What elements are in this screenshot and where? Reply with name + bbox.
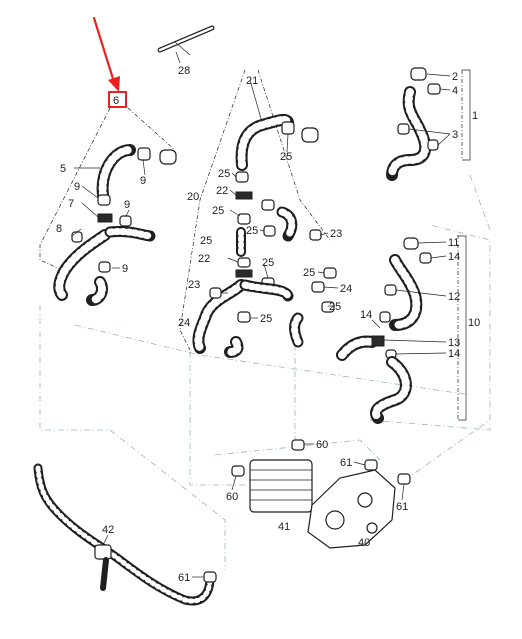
hose-assembly-5 [53,144,177,306]
hose-assembly-10 [336,237,432,424]
label-24-a: 24 [340,283,352,295]
label-25-b: 25 [212,205,224,217]
label-25-g: 25 [329,301,341,313]
label-23-a: 23 [330,228,342,240]
label-25-a: 25 [218,168,230,180]
highlight-callout [92,16,127,108]
label-1: 1 [472,110,478,122]
label-12: 12 [448,291,460,303]
part-40-housing [307,459,411,549]
label-25-d: 25 [200,235,212,247]
part-28-clip [157,25,215,56]
label-23-b: 23 [188,279,200,291]
label-4: 4 [452,85,458,97]
label-9-b: 9 [74,181,80,193]
label-40: 40 [358,537,370,549]
label-7: 7 [68,198,74,210]
label-25-f: 25 [303,267,315,279]
label-20: 20 [187,191,199,203]
label-21: 21 [246,75,258,87]
label-13: 13 [448,337,460,349]
guide-lines [39,174,491,570]
label-5: 5 [60,163,66,175]
leader-lines [71,51,471,578]
label-9-c: 9 [124,199,130,211]
label-28: 28 [178,65,190,77]
hose-assembly-21 [235,113,319,171]
group-brackets [39,69,463,420]
hose-assembly-1 [386,67,441,181]
label-22-a: 22 [216,185,228,197]
label-61-b: 61 [396,501,408,513]
label-9-d: 9 [122,263,128,275]
label-25-e: 25 [262,257,274,269]
label-3: 3 [452,129,458,141]
label-25: 25 [280,151,292,163]
label-61-c: 61 [178,572,190,584]
label-60-a: 60 [316,439,328,451]
label-42: 42 [102,524,114,536]
label-25-h: 25 [260,313,272,325]
label-14-c: 14 [448,348,460,360]
label-14-b: 14 [360,309,372,321]
highlight-box [108,91,127,108]
part-labels: 28 2 4 1 3 21 25 6 5 9 9 7 9 8 9 25 22 2… [56,65,480,584]
label-22-b: 22 [198,253,210,265]
hose-assembly-20 [192,171,337,358]
part-41-cooler [231,439,313,513]
label-60-b: 60 [226,491,238,503]
label-10: 10 [468,317,480,329]
label-2: 2 [452,71,458,83]
label-8: 8 [56,223,62,235]
label-6: 6 [113,95,119,107]
label-25-c: 25 [246,225,258,237]
label-9-a: 9 [140,175,146,187]
label-14-a: 14 [448,251,460,263]
label-24-b: 24 [178,317,190,329]
label-61-a: 61 [340,457,352,469]
part-42-pipe [33,463,217,606]
label-11: 11 [448,237,459,249]
label-41: 41 [278,521,290,533]
